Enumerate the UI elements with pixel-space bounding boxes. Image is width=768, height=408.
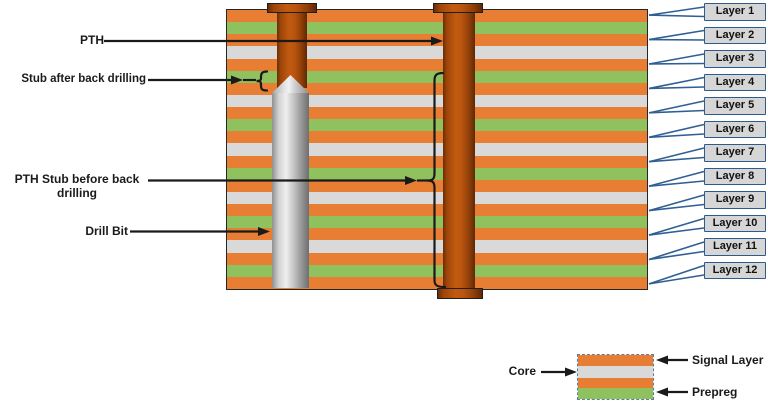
layer-leader-line — [648, 227, 705, 236]
pth-bottom-pad — [437, 288, 483, 299]
stub-top-pad — [267, 3, 317, 13]
pth-stub-before-back-drilling-label: PTH Stub before back drilling — [14, 172, 140, 200]
layer-leader-line — [648, 29, 705, 41]
layer-leader-line — [648, 194, 705, 212]
layer-leader-line — [648, 109, 705, 114]
layer-label-box: Layer 6 — [704, 120, 766, 138]
layer-leader-line — [648, 133, 705, 139]
pcb-board — [226, 9, 648, 290]
layer-leader-line — [648, 14, 705, 18]
signal-arrowhead — [656, 355, 668, 365]
legend-signal-stripe — [578, 355, 653, 366]
legend-signal-layer-label: Signal Layer — [692, 353, 764, 367]
layer-leader-line — [648, 76, 705, 90]
layer-leader-line — [648, 156, 705, 163]
layer-label-box: Layer 4 — [704, 73, 766, 91]
legend-signal-stripe — [578, 378, 653, 388]
legend-prepreg-label: Prepreg — [692, 385, 738, 399]
layer-leader-line — [648, 217, 705, 236]
layer-leader-line — [648, 274, 705, 285]
signal-layer-stripe — [227, 10, 647, 23]
drill-bit-label: Drill Bit — [85, 224, 128, 238]
legend-prepreg-stripe — [578, 388, 653, 399]
pth-top-pad — [433, 3, 483, 13]
layer-leader-line — [648, 100, 705, 114]
layer-leader-line — [648, 123, 705, 139]
prepreg-arrowhead — [656, 387, 668, 397]
core-layer-stripe — [227, 46, 647, 59]
layer-label-box: Layer 2 — [704, 26, 766, 44]
signal-layer-stripe — [227, 58, 647, 71]
pth-barrel — [443, 9, 475, 290]
layer-leader-line — [648, 6, 705, 16]
layer-label-box: Layer 7 — [704, 144, 766, 162]
layer-leader-line — [648, 264, 705, 285]
pth-label: PTH — [80, 33, 104, 47]
drill-bit-body — [272, 93, 309, 288]
layer-label-box: Layer 12 — [704, 261, 766, 279]
layer-leader-line — [648, 180, 705, 187]
legend-core-stripe — [578, 366, 653, 378]
layer-label-box: Layer 9 — [704, 191, 766, 209]
layer-leader-line — [648, 170, 705, 187]
prepreg-layer-stripe — [227, 22, 647, 35]
legend-stackup — [577, 354, 654, 400]
layer-label-box: Layer 3 — [704, 50, 766, 68]
layer-label-box: Layer 11 — [704, 238, 766, 256]
layer-leader-line — [648, 147, 705, 163]
layer-label-box: Layer 5 — [704, 97, 766, 115]
core-arrowhead — [565, 367, 577, 377]
layer-leader-line — [648, 203, 705, 212]
pth-stub-barrel — [277, 9, 307, 88]
layer-label-box: Layer 1 — [704, 3, 766, 21]
stub-after-back-drilling-label: Stub after back drilling — [21, 73, 146, 85]
layer-leader-line — [648, 86, 705, 90]
layer-leader-line — [648, 241, 705, 261]
layer-leader-line — [648, 250, 705, 261]
layer-label-box: Layer 10 — [704, 214, 766, 232]
layer-label-box: Layer 8 — [704, 167, 766, 185]
layer-leader-line — [648, 53, 705, 65]
legend-core-label: Core — [508, 364, 536, 378]
